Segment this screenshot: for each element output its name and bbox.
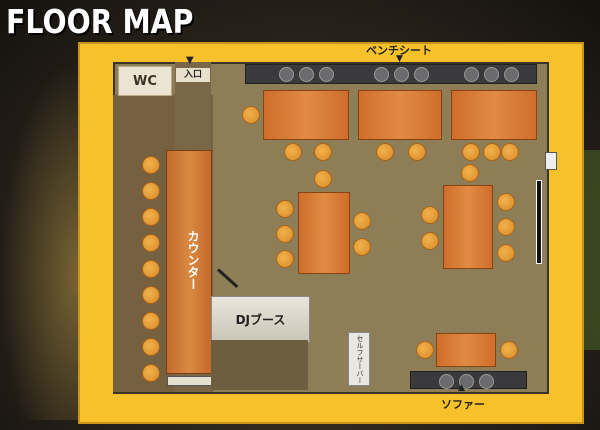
counter-stool[interactable] xyxy=(142,260,160,278)
table-chair[interactable] xyxy=(276,200,294,218)
dj-booth-floor xyxy=(211,340,308,390)
bench-down-arrow-icon: ▼ xyxy=(396,54,403,64)
counter-stool[interactable] xyxy=(142,208,160,226)
table-chair[interactable] xyxy=(461,164,479,182)
self-server[interactable]: セルフサーバー xyxy=(348,332,370,386)
table-chair[interactable] xyxy=(421,206,439,224)
table-chair[interactable] xyxy=(242,106,260,124)
window-sign xyxy=(545,152,557,170)
entrance-down-arrow-icon: ▼ xyxy=(186,55,194,66)
bench-cushion xyxy=(504,67,519,82)
table-chair[interactable] xyxy=(376,143,394,161)
counter-stool[interactable] xyxy=(142,364,160,382)
table-chair[interactable] xyxy=(497,244,515,262)
dj-booth-label: DJブース xyxy=(235,313,286,327)
table-chair[interactable] xyxy=(421,232,439,250)
counter-stool[interactable] xyxy=(142,156,160,174)
table-chair[interactable] xyxy=(284,143,302,161)
table-top-left[interactable] xyxy=(263,90,349,140)
table-chair[interactable] xyxy=(353,238,371,256)
sofa[interactable] xyxy=(410,371,527,389)
table-top-center[interactable] xyxy=(358,90,442,140)
table-chair[interactable] xyxy=(497,193,515,211)
wc-room[interactable]: WC xyxy=(118,66,172,96)
sofa-cushion xyxy=(439,374,454,389)
table-top-right[interactable] xyxy=(451,90,537,140)
sofa-up-arrow-icon: ▲ xyxy=(458,383,465,393)
table-chair[interactable] xyxy=(314,143,332,161)
table-chair[interactable] xyxy=(276,250,294,268)
bench-cushion xyxy=(279,67,294,82)
table-middle-left[interactable] xyxy=(298,192,350,274)
table-chair[interactable] xyxy=(353,212,371,230)
sofa-label: ソファー xyxy=(441,398,485,411)
counter-stool[interactable] xyxy=(142,182,160,200)
bench-seat[interactable] xyxy=(245,64,537,84)
wc-label: WC xyxy=(133,73,157,89)
table-chair[interactable] xyxy=(501,143,519,161)
bar-counter[interactable] xyxy=(166,150,212,374)
bench-cushion xyxy=(319,67,334,82)
table-chair[interactable] xyxy=(276,225,294,243)
counter-stool[interactable] xyxy=(142,286,160,304)
bench-cushion xyxy=(394,67,409,82)
table-middle-right[interactable] xyxy=(443,185,493,269)
table-chair[interactable] xyxy=(314,170,332,188)
table-chair[interactable] xyxy=(497,218,515,236)
counter-end-panel xyxy=(167,376,213,386)
table-chair[interactable] xyxy=(408,143,426,161)
sofa-cushion xyxy=(479,374,494,389)
table-chair[interactable] xyxy=(483,143,501,161)
bench-cushion xyxy=(484,67,499,82)
table-bottom-right[interactable] xyxy=(436,333,496,367)
counter-stool[interactable] xyxy=(142,312,160,330)
sofa-cushion xyxy=(459,374,474,389)
table-chair[interactable] xyxy=(462,143,480,161)
counter-stool[interactable] xyxy=(142,338,160,356)
entrance-label[interactable]: 入口 xyxy=(176,68,210,82)
side-door[interactable] xyxy=(536,180,542,264)
table-chair[interactable] xyxy=(500,341,518,359)
table-chair[interactable] xyxy=(416,341,434,359)
dj-booth[interactable]: DJブース xyxy=(211,296,310,343)
map-title: FLOOR MAP xyxy=(6,2,194,41)
bench-cushion xyxy=(414,67,429,82)
counter-stool[interactable] xyxy=(142,234,160,252)
bench-cushion xyxy=(299,67,314,82)
bench-cushion xyxy=(464,67,479,82)
bench-cushion xyxy=(374,67,389,82)
bench-seat-label: ベンチシート xyxy=(366,44,432,57)
counter-label: カウンター xyxy=(186,230,200,290)
